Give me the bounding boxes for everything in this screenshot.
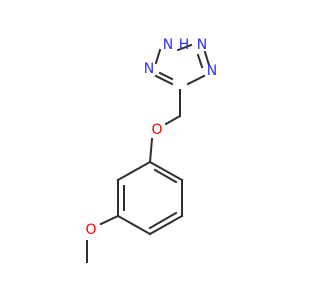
bond-n1-n3-second [196, 53, 204, 69]
bond-c-n4-second [158, 71, 174, 81]
tetrazole-nitrogen-top-right: N [197, 37, 207, 53]
bond-o-aromatic [148, 137, 154, 164]
ether-oxygen-label: O [151, 122, 162, 138]
bond-n4-n2 [154, 48, 162, 65]
benzene-bond-right-inner [153, 168, 178, 184]
nh-nitrogen-label: N [163, 37, 173, 53]
chemical-structure-canvas: N H N N N O O [85, 37, 218, 263]
atom-label-layer: N H N N N O O [85, 37, 217, 238]
nh-hydrogen-label: H [179, 37, 190, 53]
tetrazole-nitrogen-left: N [144, 61, 154, 77]
bond-n1-n3 [203, 50, 211, 67]
bond-c-n4 [154, 74, 174, 86]
bond-n2-n1 [176, 43, 193, 52]
benzene-bond-top-left [116, 160, 152, 182]
methoxy-oxygen-label: O [85, 222, 96, 238]
bond-aromatic-methoxy-o [99, 214, 120, 226]
bond-ch2-o [164, 114, 182, 126]
benzene-bond-bottom-right [148, 214, 184, 236]
benzene-bond-bottom-right-inner [148, 211, 178, 230]
molecule-diagram: N H N N N O O [85, 37, 217, 263]
benzene-bond-bottom-left [116, 214, 152, 236]
tetrazole-nitrogen-bottom-right: N [207, 63, 217, 79]
bond-layer [86, 43, 211, 263]
bond-n3-c [186, 74, 206, 86]
benzene-bond-top-right [148, 160, 184, 182]
